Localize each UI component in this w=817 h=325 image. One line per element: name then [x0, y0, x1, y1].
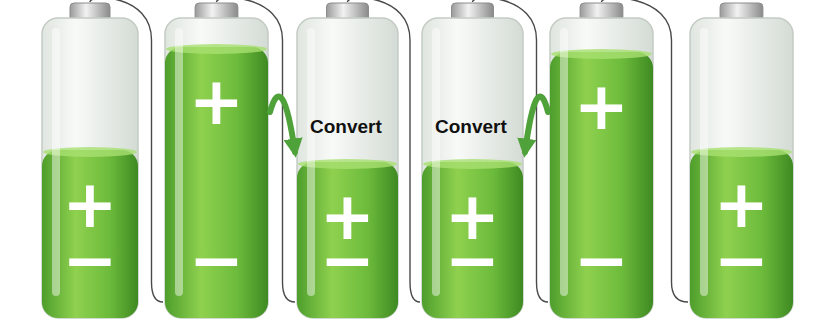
- edge-label: Convert: [310, 116, 382, 138]
- minus-sign: −: [295, 228, 400, 294]
- battery: +−: [40, 2, 140, 320]
- battery: +−: [163, 2, 270, 320]
- plus-sign: +: [548, 74, 655, 140]
- glass-highlight: [307, 28, 315, 296]
- glass-highlight: [52, 28, 60, 296]
- glass-highlight: [432, 28, 440, 296]
- edge-label: Convert: [435, 116, 507, 138]
- plus-sign: +: [163, 69, 270, 135]
- battery: +−: [548, 2, 655, 320]
- minus-sign: −: [420, 228, 525, 294]
- battery: +−: [295, 2, 400, 320]
- wire: [217, 0, 296, 302]
- wire: [602, 0, 689, 302]
- wire: [348, 0, 421, 302]
- convert-arrow: [525, 96, 548, 152]
- minus-sign: −: [40, 228, 140, 294]
- glass-highlight: [560, 28, 568, 296]
- battery: +−: [688, 2, 795, 320]
- minus-sign: −: [548, 228, 655, 294]
- glass-highlight: [700, 28, 708, 296]
- minus-sign: −: [163, 228, 270, 294]
- wire: [90, 0, 163, 302]
- glass-highlight: [175, 28, 183, 296]
- minus-sign: −: [688, 228, 795, 294]
- convert-arrow: [270, 96, 295, 152]
- wire: [473, 0, 549, 302]
- battery: +−: [420, 2, 525, 320]
